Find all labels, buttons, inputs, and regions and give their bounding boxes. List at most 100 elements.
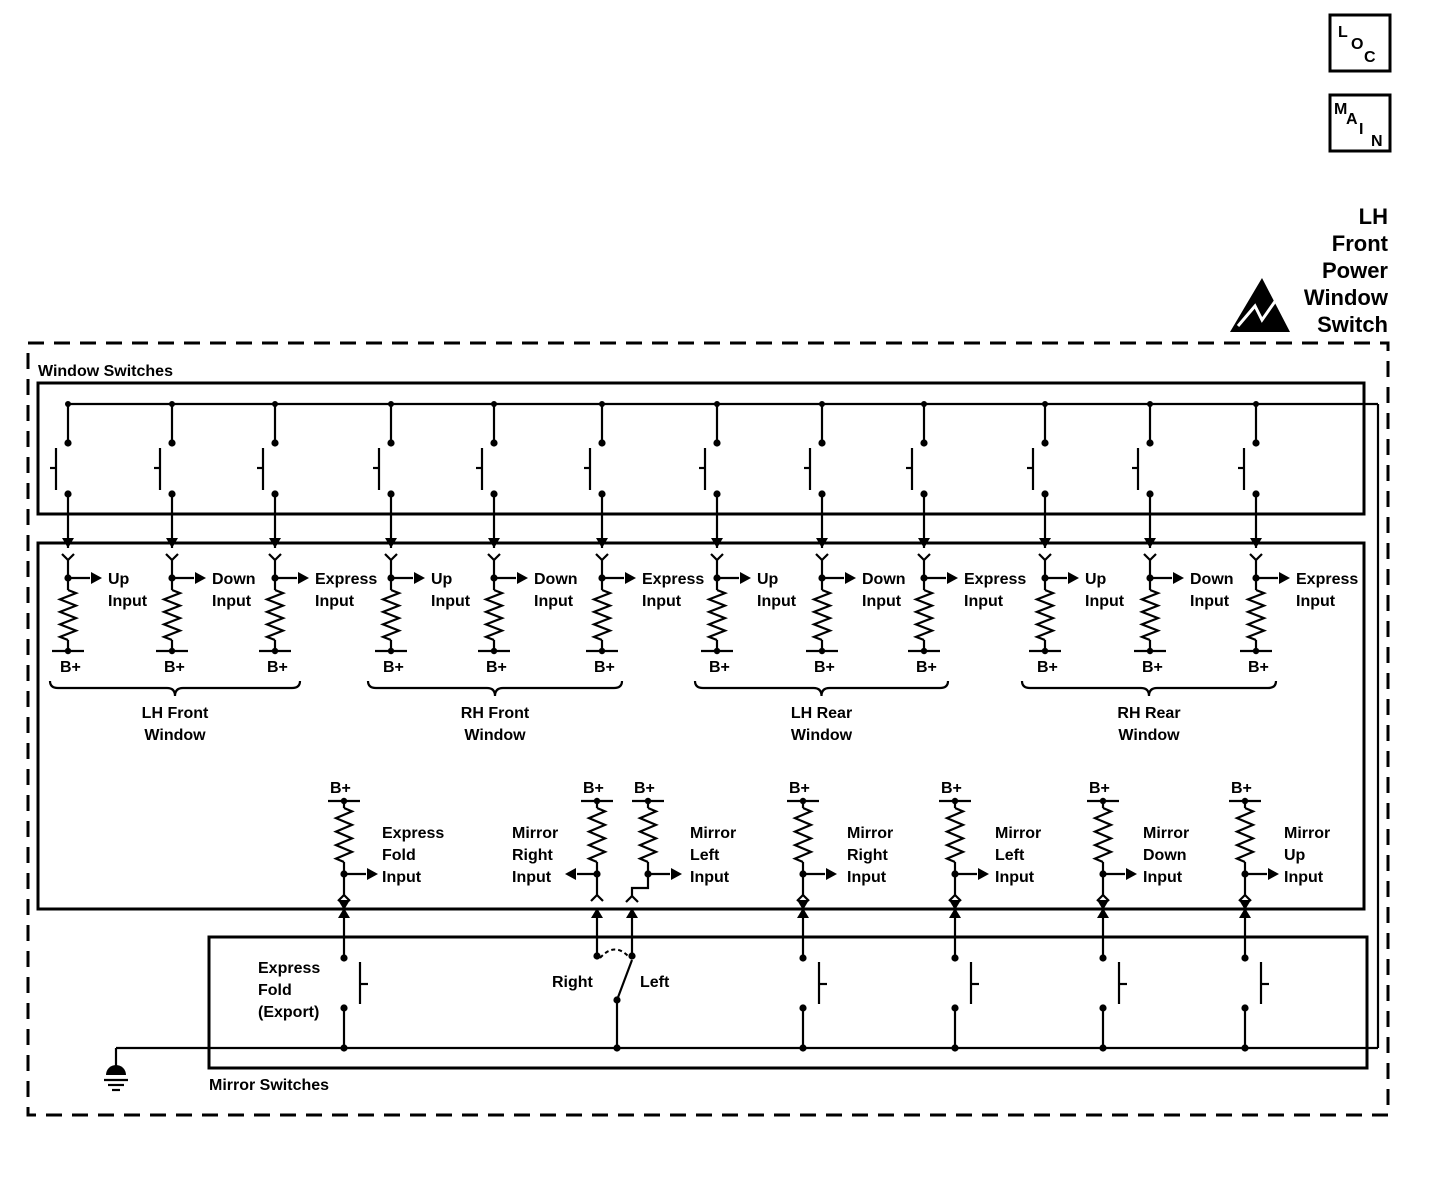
mirror-input-label: Mirror [690,825,736,842]
group-brace [1020,680,1278,697]
bplus-junction-dot [1041,647,1049,655]
bplus-label: B+ [1037,659,1058,676]
ground-bus-dot [951,1044,959,1052]
window-input-label: Down [1190,571,1234,588]
bplus-label: B+ [789,780,810,797]
ground-bus-dot [1241,1044,1249,1052]
window-input-label: Input [964,593,1004,610]
arrow-right-icon [671,868,682,880]
connector-terminal [1038,553,1052,562]
window-input-label: Up [757,571,779,588]
group-brace [366,680,624,697]
selector-left-contact [628,952,636,960]
resistor-icon [1138,588,1162,642]
mirror-input-label: Input [1284,869,1324,886]
connector-terminal [1238,893,1252,902]
switch-contact-dot [818,439,826,447]
component-title: Power [1322,258,1388,283]
selector-right-label: Right [552,974,594,991]
window-group-label: Window [464,727,526,744]
window-input-label: Input [642,593,682,610]
window-group-label: Window [144,727,206,744]
resistor-icon [586,806,608,864]
window-input-label: Input [315,593,355,610]
group-brace [693,680,950,697]
window-input-label: Express [315,571,377,588]
bplus-junction-dot [598,647,606,655]
component-title: Front [1332,231,1389,256]
selector-linkage [599,948,629,959]
mirror-input-label: Right [512,847,554,864]
window-input-label: Up [431,571,453,588]
arrow-right-icon [195,572,206,584]
connector-terminal [268,553,282,562]
mirror-input-label: Up [1284,847,1306,864]
express-fold-switch-label: Express [258,960,320,977]
bplus-label: B+ [916,659,937,676]
mirror-input-label: Input [512,869,552,886]
bplus-label: B+ [1231,780,1252,797]
switch-contact-dot [951,954,959,962]
connector-terminal [796,893,810,902]
bplus-junction-dot [920,647,928,655]
bplus-label: B+ [634,780,655,797]
mirror-input-label: Down [1143,847,1187,864]
mirror-input-label: Mirror [1284,825,1330,842]
arrow-right-icon [91,572,102,584]
mirror-input-label: Input [995,869,1035,886]
ground-bus-dot [613,1044,621,1052]
window-group-label: LH Front [142,705,209,722]
connector-terminal [710,553,724,562]
arrow-up-icon [949,900,961,910]
switch-contact-dot [340,954,348,962]
mirror-input-label: Fold [382,847,416,864]
mirror-input-label: Left [690,847,720,864]
resistor-icon [1244,588,1268,642]
window-input-label: Up [1085,571,1107,588]
main-badge-letter: N [1371,133,1383,150]
bplus-label: B+ [1142,659,1163,676]
bplus-junction-dot [713,647,721,655]
connector-terminal [61,553,75,562]
mirror-input-label: Right [847,847,889,864]
mirror-input-label: Input [1143,869,1183,886]
arrow-right-icon [414,572,425,584]
connector-terminal [337,893,351,902]
esd-warning-icon [1236,299,1278,327]
resistor-icon [333,806,355,864]
resistor-icon [590,588,614,642]
window-input-label: Express [1296,571,1358,588]
window-input-label: Express [642,571,704,588]
arrow-up-icon [1097,900,1109,910]
arrow-right-icon [298,572,309,584]
resistor-icon [1234,806,1256,864]
switch-contact-dot [1252,439,1260,447]
mirror-input-label: Input [382,869,422,886]
bplus-label: B+ [267,659,288,676]
switch-contact-dot [799,954,807,962]
connector-terminal [487,553,501,562]
main-badge [1328,93,1392,153]
mirror-input-label: Mirror [995,825,1041,842]
bplus-label: B+ [330,780,351,797]
window-input-label: Up [108,571,130,588]
switch-contact-dot [64,439,72,447]
window-input-label: Input [757,593,797,610]
main-badge-letter: M [1334,101,1347,118]
bplus-label: B+ [594,659,615,676]
bplus-label: B+ [709,659,730,676]
connector-terminal [595,553,609,562]
arrow-right-icon [517,572,528,584]
mirror-input-label: Mirror [512,825,558,842]
ground-bus-dot [340,1044,348,1052]
connector-terminal [165,553,179,562]
switch-contact-dot [1099,954,1107,962]
arrow-right-icon [1279,572,1290,584]
switch-contact-dot [1041,439,1049,447]
window-input-label: Express [964,571,1026,588]
selector-switch-icon [615,959,634,1001]
resistor-icon [1092,806,1114,864]
window-switches-box [36,381,1366,516]
arrow-right-icon [1126,868,1137,880]
arrow-right-icon [1068,572,1079,584]
